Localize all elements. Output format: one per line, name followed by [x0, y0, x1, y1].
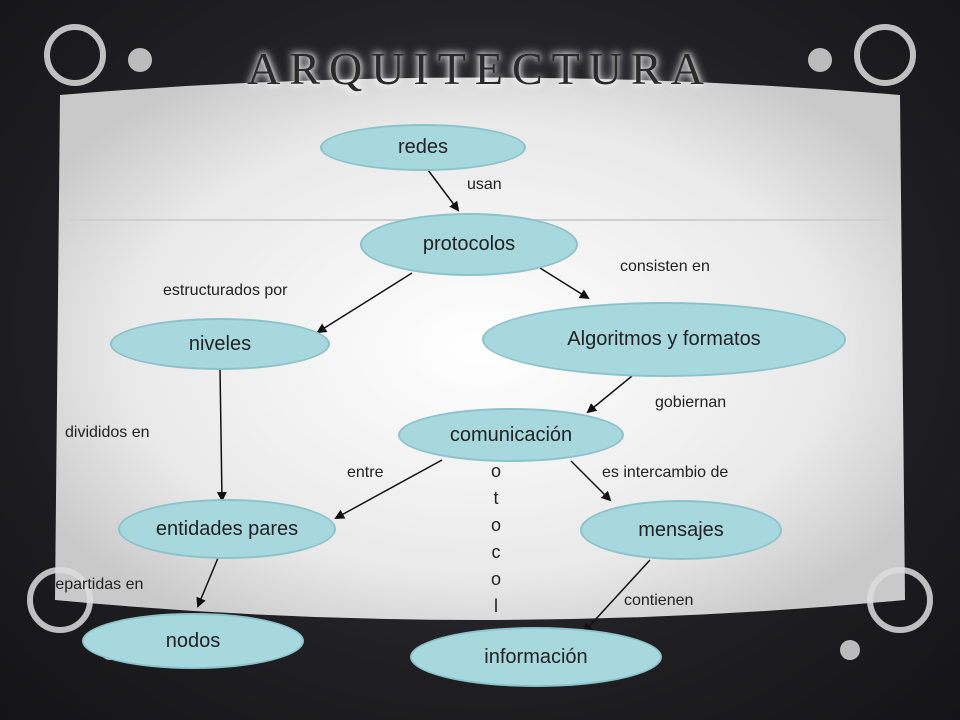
arrow-niveles-entidades — [216, 367, 227, 502]
vertical-letter: t — [493, 488, 499, 508]
vertical-letter: l — [494, 596, 498, 616]
content-panel — [55, 77, 905, 620]
arrow-protocolos-niveles — [316, 272, 413, 334]
arrow-entidades-nodos — [196, 557, 219, 608]
connectors — [196, 169, 651, 634]
node-comunicacion: comunicación — [398, 408, 624, 462]
arrow-redes-protocolos — [427, 169, 460, 212]
node-entidades-pares: entidades pares — [118, 499, 336, 559]
link-label-repartidas-en: repartidas en — [50, 576, 144, 593]
vertical-letter: o — [490, 515, 501, 535]
link-label-estructurados-por: estructurados por — [163, 282, 288, 299]
vertical-letter: o — [490, 569, 501, 589]
node-mensajes: mensajes — [580, 500, 782, 560]
link-label-usan: usan — [467, 176, 502, 193]
link-label-entre: entre — [347, 464, 384, 481]
vertical-letter: c — [491, 542, 501, 562]
node-nodos: nodos — [82, 613, 304, 669]
arrow-comunicacion-mensajes — [570, 460, 612, 502]
link-label-gobiernan: gobiernan — [655, 394, 727, 411]
link-label-divididos-en: divididos en — [65, 424, 150, 441]
arrow-comunicacion-entidades — [334, 459, 443, 519]
arrow-algoritmos-comunicacion — [586, 375, 633, 414]
link-label-consisten-en: consisten en — [620, 258, 710, 275]
node-algoritmos-formatos: Algoritmos y formatos — [482, 302, 846, 377]
link-label-es-intercambio-de: es intercambio de — [602, 464, 729, 481]
arrow-mensajes-informacion — [582, 559, 651, 634]
page-title: ARQUITECTURA — [247, 43, 713, 94]
vertical-letter: o — [490, 461, 501, 481]
node-protocolos: protocolos — [360, 213, 578, 276]
node-redes: redes — [320, 124, 526, 171]
node-informacion: información — [410, 627, 662, 687]
node-niveles: niveles — [110, 318, 330, 370]
vertical-text: o t o c o l — [486, 458, 506, 620]
link-label-contienen: contienen — [624, 592, 694, 609]
arrow-protocolos-algoritmos — [539, 267, 590, 300]
